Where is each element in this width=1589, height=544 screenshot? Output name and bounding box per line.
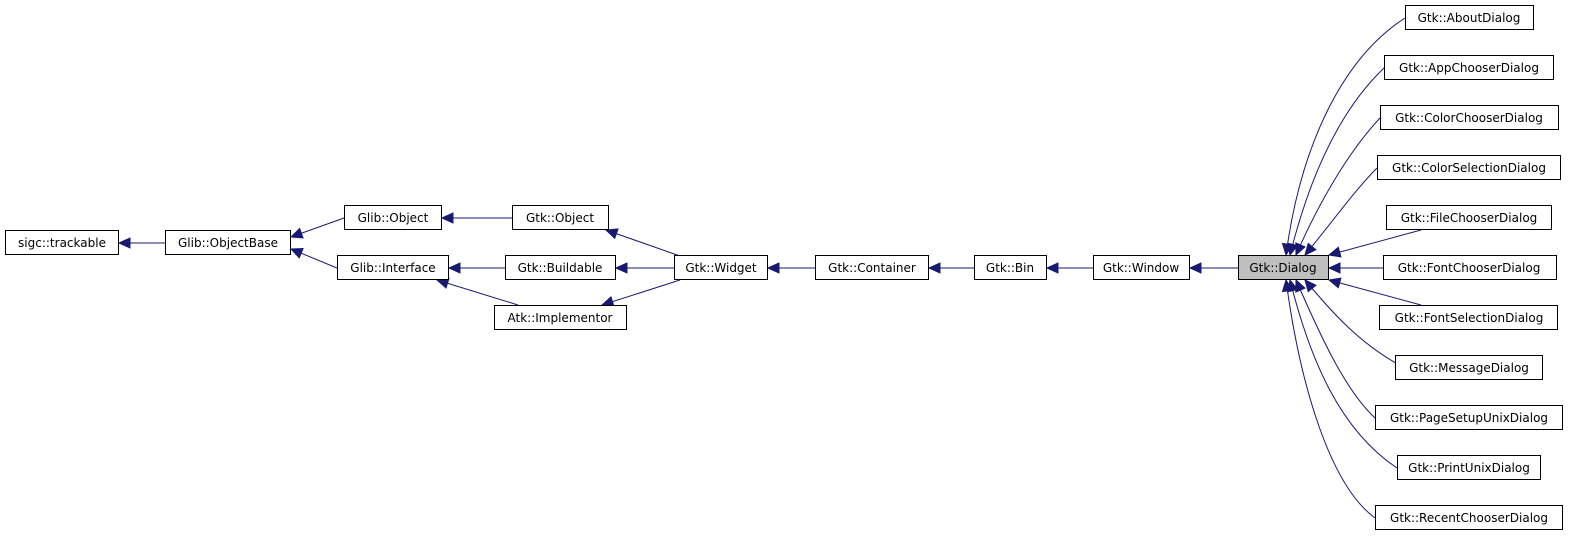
arrowhead-icon <box>289 227 304 239</box>
inheritance-edge <box>601 279 681 306</box>
node-gtk-widget[interactable]: Gtk::Widget <box>674 255 768 280</box>
node-gtk-aboutdialog[interactable]: Gtk::AboutDialog <box>1405 5 1534 30</box>
node-label: Gtk::FileChooserDialog <box>1401 211 1538 225</box>
node-label: sigc::trackable <box>18 236 106 250</box>
inheritance-edge <box>605 229 681 257</box>
node-glib-objectbase[interactable]: Glib::ObjectBase <box>165 230 291 255</box>
node-glib-object[interactable]: Glib::Object <box>344 205 442 230</box>
node-gtk-colorchooserdialog[interactable]: Gtk::ColorChooserDialog <box>1380 105 1559 130</box>
node-atk-implementor[interactable]: Atk::Implementor <box>494 305 627 330</box>
node-label: Gtk::FontSelectionDialog <box>1395 311 1544 325</box>
node-label: Gtk::ColorSelectionDialog <box>1392 161 1546 175</box>
arrowhead-icon <box>1295 242 1306 257</box>
arrowhead-icon <box>766 262 780 274</box>
node-gtk-container[interactable]: Gtk::Container <box>815 255 929 280</box>
node-label: Gtk::PageSetupUnixDialog <box>1390 411 1548 425</box>
inheritance-edge <box>1285 279 1376 519</box>
node-label: Gtk::Widget <box>685 261 757 275</box>
inheritance-edge <box>1328 279 1422 306</box>
nodes-layer: sigc::trackable Glib::ObjectBase Glib::O… <box>5 5 1563 530</box>
arrowhead-icon <box>117 237 131 249</box>
inheritance-edge <box>1289 67 1385 256</box>
node-label: Gtk::AppChooserDialog <box>1399 61 1539 75</box>
node-glib-interface[interactable]: Glib::Interface <box>337 255 449 280</box>
arrowhead-icon <box>1327 262 1341 274</box>
arrowhead-icon <box>927 262 941 274</box>
node-label: Gtk::Container <box>828 261 916 275</box>
arrowhead-icon <box>289 248 304 259</box>
inheritance-edge <box>436 279 519 306</box>
edges-layer <box>117 17 1422 519</box>
arrowhead-icon <box>604 228 619 240</box>
node-gtk-fontselectiondialog[interactable]: Gtk::FontSelectionDialog <box>1379 305 1558 330</box>
node-label: Atk::Implementor <box>508 311 613 325</box>
node-label: Gtk::Buildable <box>518 261 603 275</box>
arrowhead-icon <box>1327 277 1342 289</box>
inheritance-edge <box>1285 17 1406 256</box>
arrowhead-icon <box>440 212 454 224</box>
node-label: Gtk::ColorChooserDialog <box>1395 111 1543 125</box>
node-gtk-pagesetupunixdialog[interactable]: Gtk::PageSetupUnixDialog <box>1375 405 1563 430</box>
inheritance-edge <box>1295 117 1381 256</box>
node-gtk-bin[interactable]: Gtk::Bin <box>974 255 1047 280</box>
node-gtk-buildable[interactable]: Gtk::Buildable <box>505 255 616 280</box>
arrowhead-icon <box>1327 246 1342 258</box>
node-gtk-messagedialog[interactable]: Gtk::MessageDialog <box>1395 355 1543 380</box>
node-gtk-window[interactable]: Gtk::Window <box>1093 255 1190 280</box>
node-gtk-appchooserdialog[interactable]: Gtk::AppChooserDialog <box>1384 55 1554 80</box>
node-label: Gtk::PrintUnixDialog <box>1408 461 1530 475</box>
arrowhead-icon <box>447 262 461 274</box>
arrowhead-icon <box>1304 242 1317 256</box>
arrowhead-icon <box>1287 242 1299 257</box>
node-gtk-object[interactable]: Gtk::Object <box>512 205 609 230</box>
node-gtk-filechooserdialog[interactable]: Gtk::FileChooserDialog <box>1386 205 1552 230</box>
node-label: Glib::Interface <box>350 261 435 275</box>
inheritance-edge <box>1304 167 1378 256</box>
node-label: Gtk::Object <box>526 211 594 225</box>
inheritance-edge <box>1328 229 1422 256</box>
node-label: Glib::ObjectBase <box>178 236 278 250</box>
arrowhead-icon <box>1188 262 1202 274</box>
node-label: Gtk::FontChooserDialog <box>1398 261 1541 275</box>
node-label: Gtk::MessageDialog <box>1409 361 1529 375</box>
node-label: Gtk::Window <box>1103 261 1180 275</box>
node-gtk-printunixdialog[interactable]: Gtk::PrintUnixDialog <box>1397 455 1541 480</box>
node-gtk-colorselectiondialog[interactable]: Gtk::ColorSelectionDialog <box>1377 155 1561 180</box>
inheritance-edge <box>1289 279 1398 469</box>
arrowhead-icon <box>1281 278 1294 293</box>
node-gtk-dialog[interactable]: Gtk::Dialog <box>1238 255 1329 280</box>
node-label: Gtk::RecentChooserDialog <box>1390 511 1548 525</box>
node-label: Gtk::Bin <box>986 261 1034 275</box>
inheritance-edge <box>1304 279 1406 369</box>
inheritance-edge <box>1295 279 1376 419</box>
node-gtk-fontchooserdialog[interactable]: Gtk::FontChooserDialog <box>1383 255 1557 280</box>
node-label: Gtk::AboutDialog <box>1418 11 1521 25</box>
arrowhead-icon <box>614 262 628 274</box>
arrowhead-icon <box>1045 262 1059 274</box>
arrowhead-icon <box>1295 278 1306 293</box>
node-label: Gtk::Dialog <box>1249 261 1316 275</box>
arrowhead-icon <box>1304 279 1317 293</box>
node-sigc-trackable[interactable]: sigc::trackable <box>5 230 119 255</box>
node-gtk-recentchooserdialog[interactable]: Gtk::RecentChooserDialog <box>1375 505 1563 530</box>
arrowhead-icon <box>600 295 615 307</box>
node-label: Glib::Object <box>358 211 429 225</box>
